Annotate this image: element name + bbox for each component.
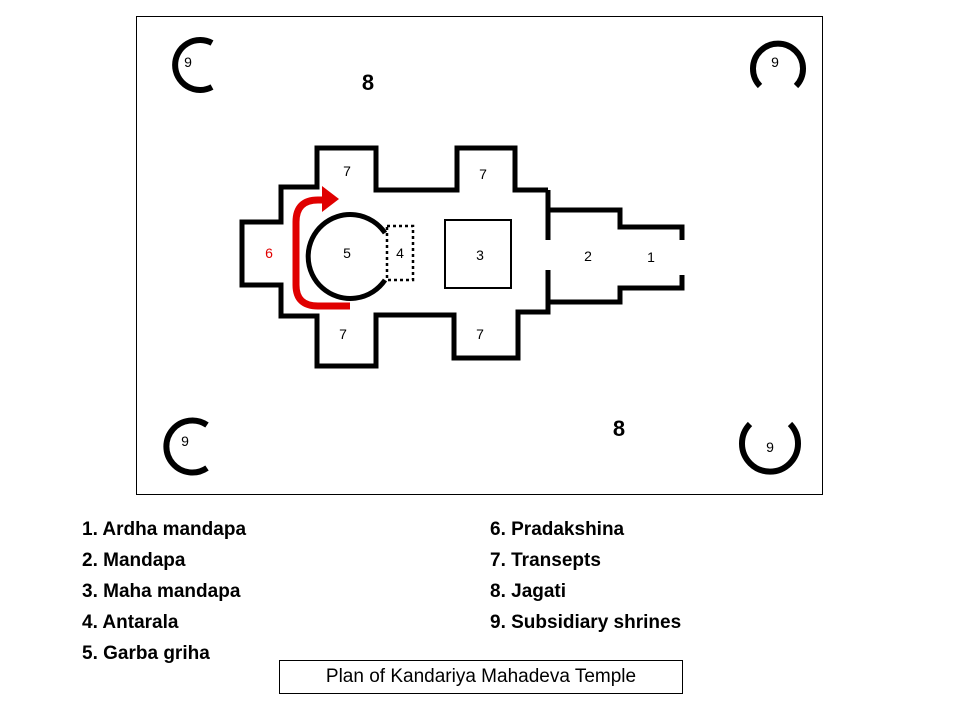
shrine-bottom-left: [163, 417, 209, 476]
legend-item: 6. Pradakshina: [490, 519, 625, 540]
temple-outline-porch: [548, 207, 685, 305]
label-shrine-bottom-right: 9: [766, 439, 774, 455]
label-jagati-top: 8: [362, 70, 374, 95]
antarala-box: [385, 224, 415, 282]
label-jagati-bottom: 8: [613, 416, 625, 441]
label-maha-mandapa: 3: [476, 247, 484, 263]
legend-item: 3. Maha mandapa: [82, 581, 241, 602]
legend-item: 5. Garba griha: [82, 643, 210, 664]
label-ardha-mandapa: 1: [647, 249, 655, 265]
legend-item: 4. Antarala: [82, 612, 179, 633]
shrine-bottom-right: [739, 421, 801, 475]
label-transept-top-left: 7: [343, 163, 351, 179]
label-transept-bottom-right: 7: [476, 326, 484, 342]
label-garba-griha: 5: [343, 245, 351, 261]
label-shrine-top-right: 9: [771, 54, 779, 70]
pradakshina-arrowhead: [322, 186, 339, 212]
legend-item: 1. Ardha mandapa: [82, 519, 247, 540]
label-transept-bottom-left: 7: [339, 326, 347, 342]
label-antarala: 4: [396, 245, 404, 261]
pradakshina-path: [292, 196, 350, 310]
legend-right-column: 6. Pradakshina 7. Transepts 8. Jagati 9.…: [490, 514, 681, 638]
legend-item: 7. Transepts: [490, 550, 601, 571]
label-shrine-top-left: 9: [184, 54, 192, 70]
legend-left-column: 1. Ardha mandapa 2. Mandapa 3. Maha mand…: [82, 514, 246, 669]
label-mandapa: 2: [584, 248, 592, 264]
legend-item: 9. Subsidiary shrines: [490, 612, 682, 633]
jagati-border: [136, 16, 823, 495]
label-shrine-bottom-left: 9: [181, 433, 189, 449]
label-pradakshina: 6: [265, 245, 273, 261]
label-transept-top-right: 7: [479, 166, 487, 182]
shrine-top-left: [172, 37, 214, 93]
shrine-top-right: [750, 40, 806, 89]
garba-griha-circle: [305, 212, 388, 301]
temple-outline-main: [239, 145, 551, 369]
legend-item: 8. Jagati: [490, 581, 567, 602]
legend-item: 2. Mandapa: [82, 550, 186, 571]
diagram-caption: Plan of Kandariya Mahadeva Temple: [279, 660, 683, 694]
maha-mandapa-square: [444, 219, 512, 289]
